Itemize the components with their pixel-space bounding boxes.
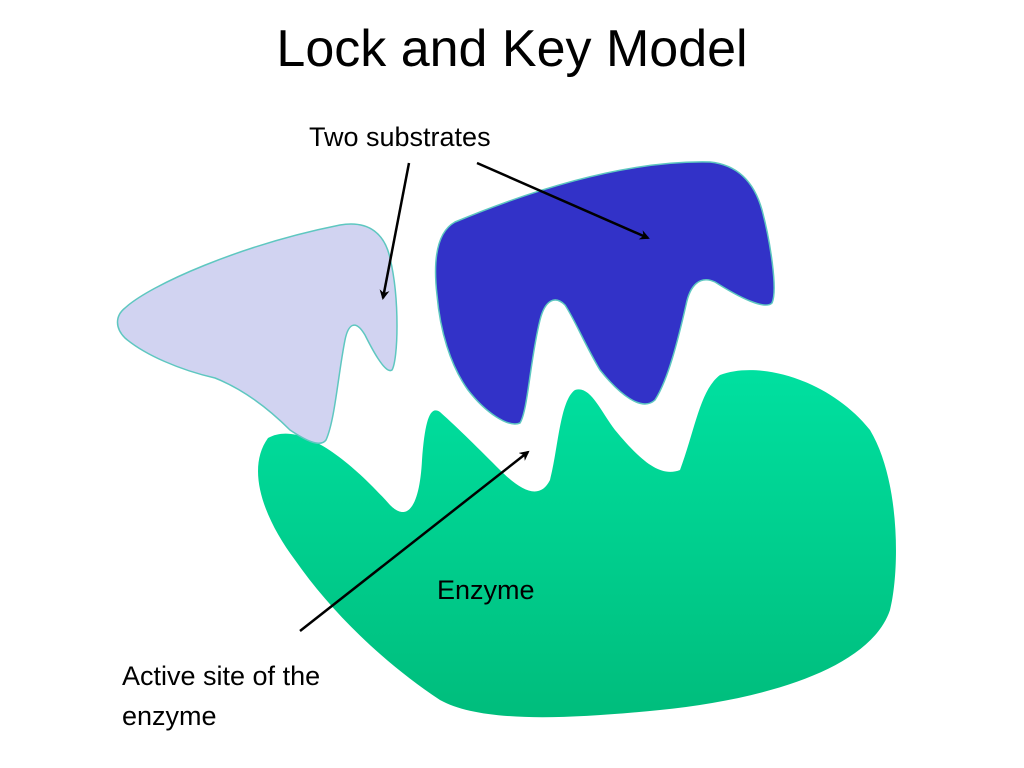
- label-enzyme: Enzyme: [437, 575, 535, 605]
- enzyme-shape: [258, 370, 896, 718]
- arrow-to-light-substrate: [379, 162, 411, 300]
- label-active-site: Active site of the enzyme: [122, 661, 321, 731]
- arrow-to-dark-substrate: [476, 161, 650, 240]
- label-two-substrates: Two substrates: [309, 122, 491, 152]
- substrate-light-shape: [116, 223, 398, 444]
- page-title: Lock and Key Model: [276, 20, 748, 78]
- substrate-dark-shape: [434, 161, 775, 425]
- arrow-to-active-site: [299, 450, 530, 632]
